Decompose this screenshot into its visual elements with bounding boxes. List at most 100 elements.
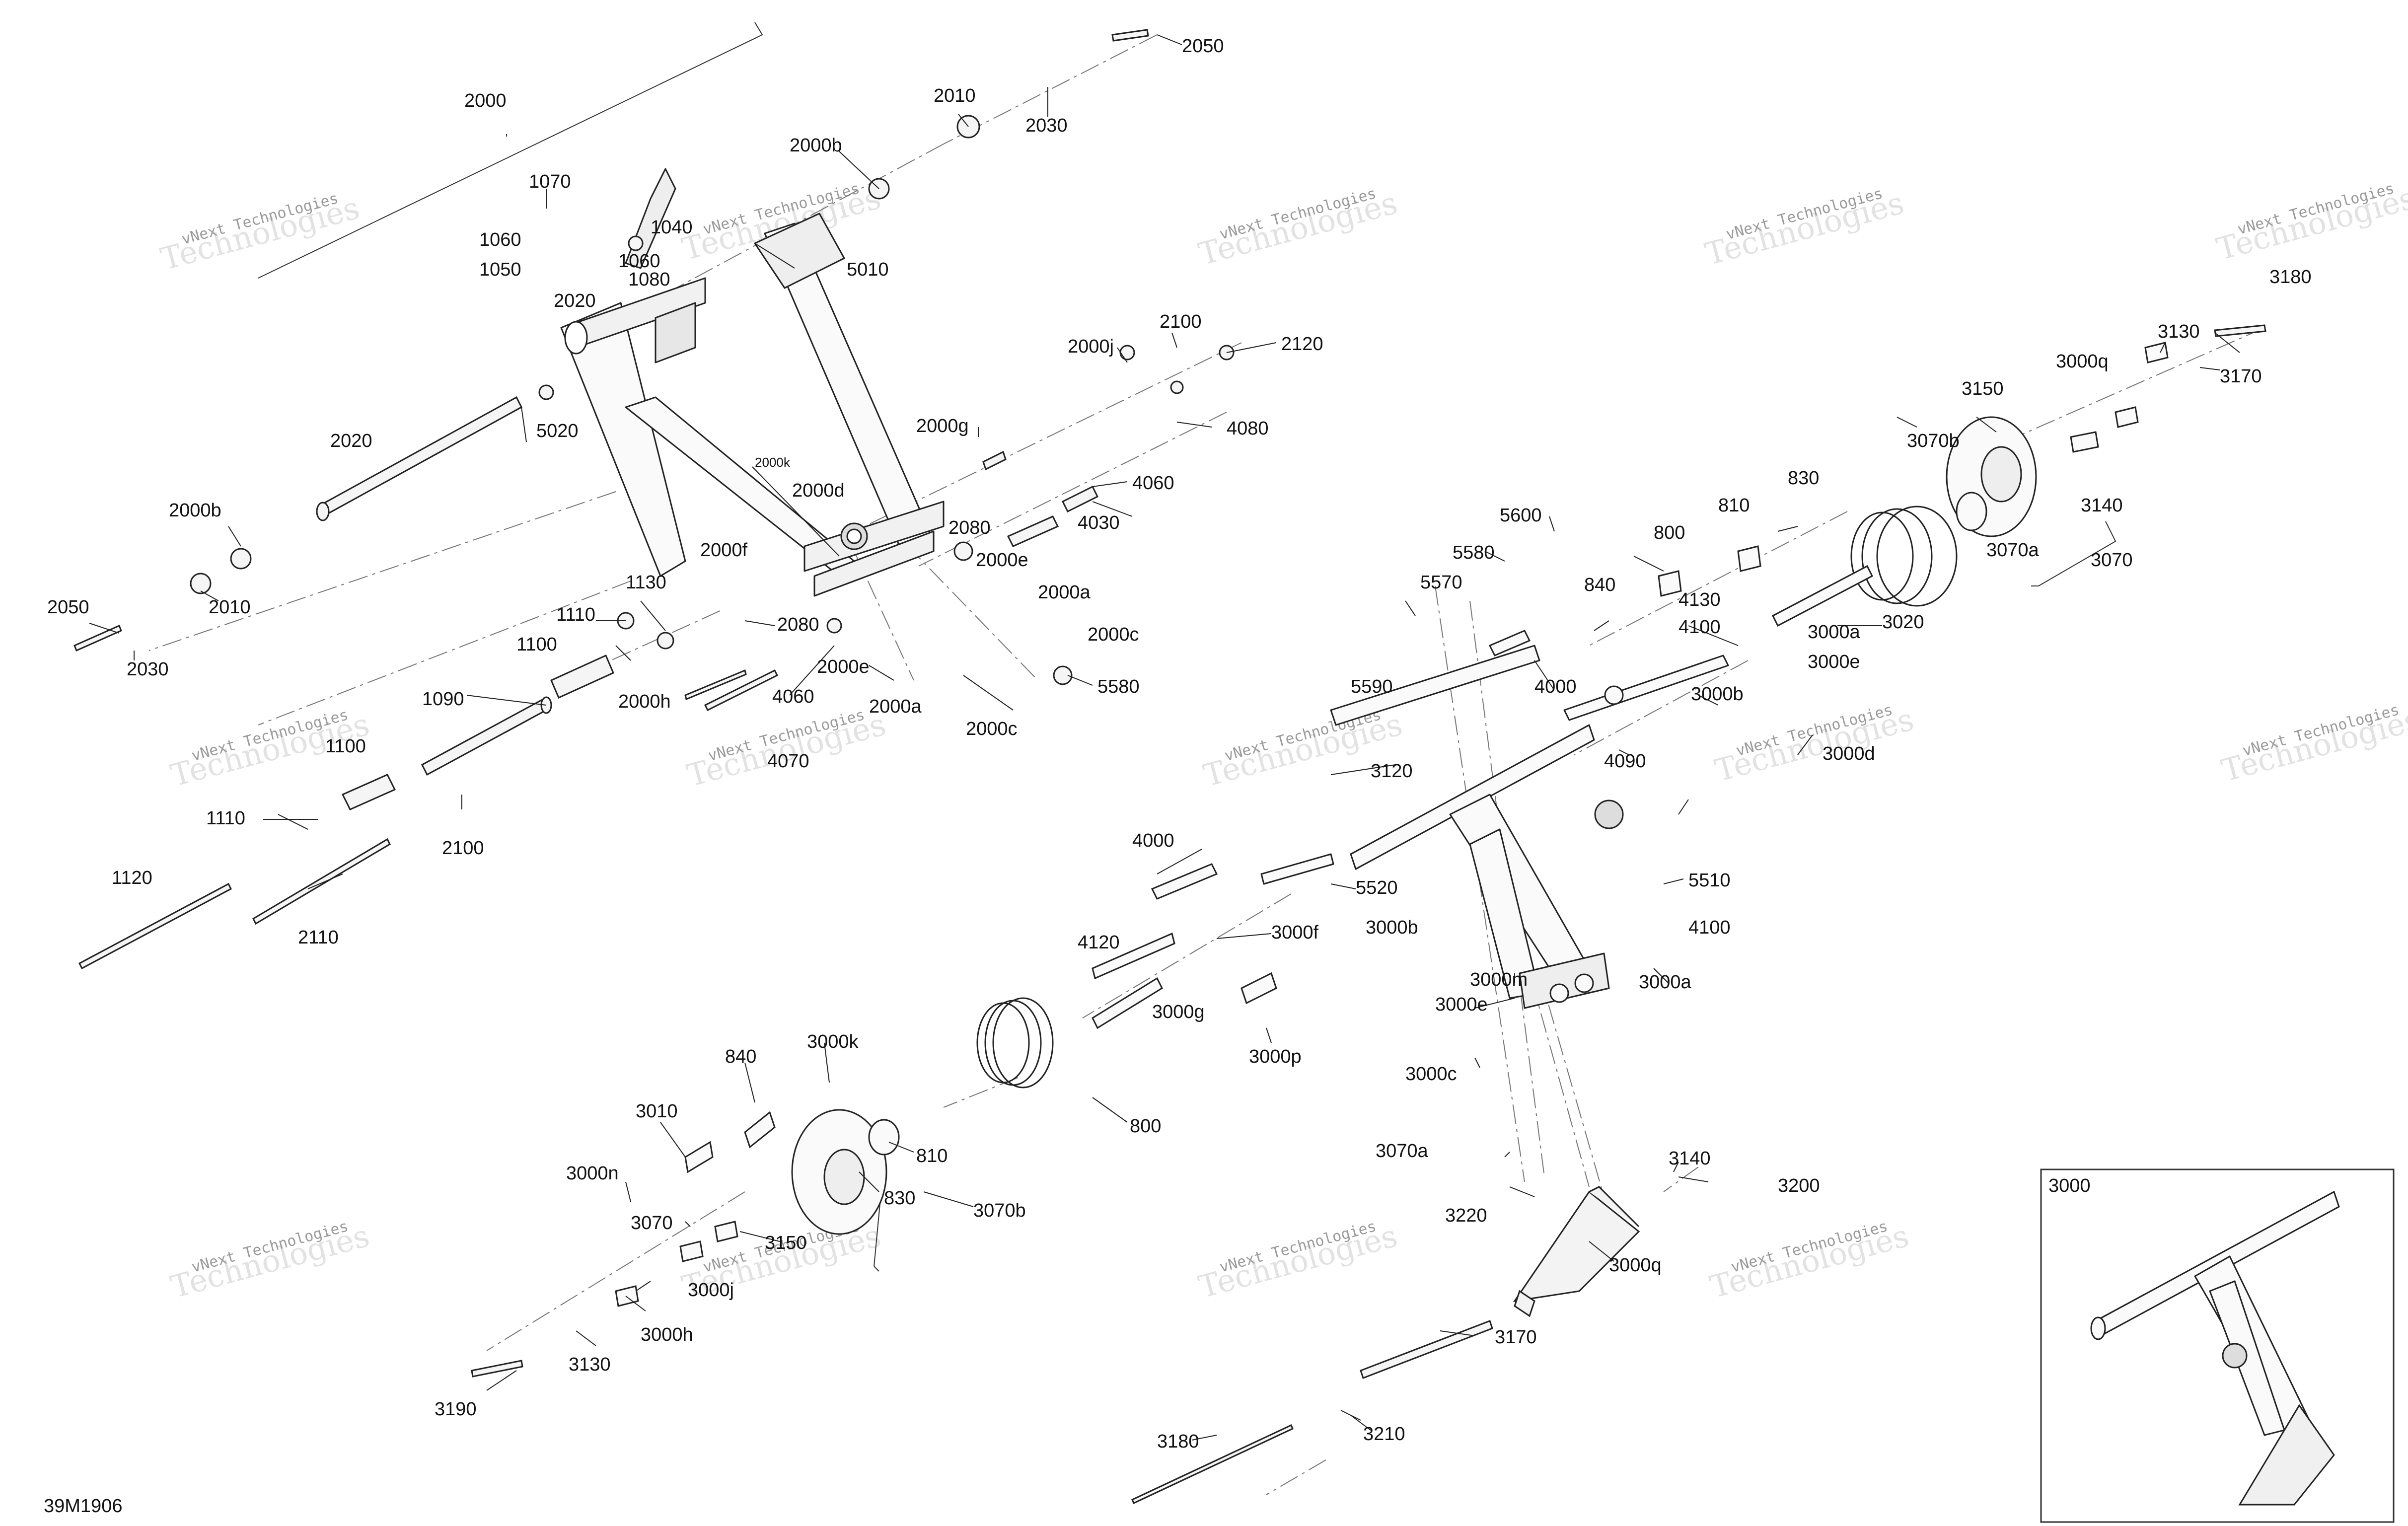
part-callout: 810 bbox=[916, 1146, 948, 1166]
part-callout: 2000h bbox=[618, 691, 671, 712]
part-callout: 2030 bbox=[1025, 115, 1068, 136]
part-callout: 3010 bbox=[636, 1101, 678, 1122]
part-callout: 3000q bbox=[1609, 1255, 1662, 1276]
part-callout: 3140 bbox=[2081, 495, 2123, 516]
part-callout: 3070a bbox=[1376, 1141, 1429, 1162]
part-callout: 5010 bbox=[847, 259, 889, 280]
part-callout: 4100 bbox=[1688, 917, 1731, 938]
part-callout: 2120 bbox=[1281, 334, 1323, 355]
part-callout: 4060 bbox=[1132, 473, 1174, 494]
part-callout: 4000 bbox=[1132, 830, 1174, 851]
part-callout: 1110 bbox=[556, 604, 595, 625]
inset-arm-drawing bbox=[2090, 1190, 2340, 1506]
part-callout: 3000b bbox=[1691, 684, 1744, 705]
part-callout: 2110 bbox=[298, 927, 339, 948]
part-callout: 840 bbox=[1584, 575, 1615, 595]
part-callout: 4070 bbox=[767, 751, 809, 772]
part-callout: 3150 bbox=[765, 1233, 807, 1253]
leader-lines bbox=[89, 34, 2240, 1441]
part-callout: 3000a bbox=[1639, 972, 1692, 993]
part-callout: 1060 bbox=[618, 251, 660, 272]
inset-label: 3000 bbox=[2048, 1175, 2091, 1196]
part-callout: 800 bbox=[1130, 1116, 1161, 1137]
part-callout: 4000 bbox=[1534, 676, 1577, 697]
part-callout: 3000b bbox=[1366, 917, 1418, 938]
part-callout: 2000b bbox=[169, 500, 221, 521]
part-callout: 2000c bbox=[966, 719, 1018, 739]
part-callout: 2000k bbox=[755, 455, 791, 470]
part-callout: 4120 bbox=[1078, 932, 1120, 953]
part-callout: 5020 bbox=[536, 421, 579, 441]
part-callout: 2010 bbox=[934, 85, 976, 106]
part-callout: 2000d bbox=[792, 480, 845, 501]
part-callout: 3120 bbox=[1371, 761, 1413, 782]
part-callout: 3000e bbox=[1435, 994, 1488, 1015]
part-callout: 3070 bbox=[631, 1213, 673, 1234]
wheel-3070-left bbox=[615, 863, 1277, 1307]
diagram-code: 39M1906 bbox=[44, 1496, 122, 1517]
part-callout: 3190 bbox=[435, 1399, 477, 1420]
part-callout: 3170 bbox=[1495, 1327, 1537, 1348]
part-callout: 4030 bbox=[1078, 512, 1120, 533]
part-callout: 2020 bbox=[554, 291, 596, 311]
front-arm-3000 bbox=[1260, 645, 1729, 1009]
part-callout: 2000e bbox=[976, 550, 1028, 571]
part-callout: 5510 bbox=[1688, 870, 1731, 891]
part-callout: 3210 bbox=[1363, 1424, 1405, 1445]
part-callout: 3130 bbox=[2158, 321, 2200, 342]
part-callout: 2000a bbox=[869, 696, 922, 717]
part-callout: 3070a bbox=[1986, 540, 2040, 561]
part-callout: 4080 bbox=[1227, 418, 1269, 439]
part-callout: 3220 bbox=[1445, 1205, 1487, 1226]
part-callout: 3000g bbox=[1152, 1002, 1205, 1022]
part-callout: 1100 bbox=[325, 736, 366, 757]
part-callout: 2080 bbox=[777, 614, 819, 635]
part-callout: 1110 bbox=[206, 808, 245, 829]
part-callout: 2080 bbox=[949, 517, 991, 538]
shafts-top-left bbox=[78, 115, 1235, 970]
part-callout: 3200 bbox=[1778, 1175, 1820, 1196]
part-callout: 5520 bbox=[1356, 877, 1398, 898]
part-callout: 2000b bbox=[790, 135, 842, 156]
bolts bbox=[73, 29, 2266, 1505]
part-callout: 4130 bbox=[1678, 589, 1721, 610]
part-callout: 1050 bbox=[479, 259, 521, 280]
part-callout: 1060 bbox=[479, 229, 521, 250]
part-callout: 3000e bbox=[1808, 652, 1860, 672]
part-callout: 2000a bbox=[1038, 582, 1091, 603]
part-callout: 4090 bbox=[1604, 751, 1646, 772]
part-callout: 5570 bbox=[1420, 572, 1462, 593]
part-callout: 4060 bbox=[772, 686, 814, 707]
part-callout: 3180 bbox=[2269, 267, 2312, 288]
part-callout: 3170 bbox=[2220, 366, 2262, 387]
part-callout: 2010 bbox=[209, 597, 251, 618]
part-callout: 810 bbox=[1718, 495, 1750, 516]
part-callout: 3070b bbox=[1907, 431, 1960, 451]
part-callout: 3000n bbox=[566, 1163, 619, 1184]
part-callout: 2000g bbox=[916, 416, 969, 436]
callout-labels: 2000 2050 2010 2030 2000b 1070 1040 1060… bbox=[47, 36, 2312, 1452]
wheel-3070-right bbox=[1488, 342, 2169, 656]
part-callout: 2000 bbox=[464, 90, 507, 111]
part-callout: 830 bbox=[1788, 468, 1819, 489]
part-callout: 1090 bbox=[422, 689, 464, 710]
part-callout: 3140 bbox=[1669, 1148, 1711, 1169]
part-callout: 2050 bbox=[47, 597, 89, 618]
inset-3000: 3000 bbox=[2040, 1168, 2395, 1523]
part-callout: 1130 bbox=[626, 572, 666, 593]
part-callout: 2000f bbox=[700, 540, 748, 561]
part-callout: 2020 bbox=[330, 431, 372, 451]
part-callout: 5580 bbox=[1097, 676, 1140, 697]
part-callout: 1070 bbox=[529, 171, 571, 192]
part-callout: 3000h bbox=[641, 1324, 693, 1345]
part-callout: 2000e bbox=[817, 656, 870, 677]
bracket-3000h bbox=[1513, 1186, 1640, 1317]
part-callout: 5580 bbox=[1453, 542, 1495, 563]
inset-frame bbox=[2040, 1168, 2395, 1523]
part-callout: 1040 bbox=[651, 217, 693, 238]
part-callout: 800 bbox=[1654, 522, 1685, 543]
part-callout: 830 bbox=[884, 1188, 915, 1209]
part-callout: 1120 bbox=[112, 868, 152, 888]
